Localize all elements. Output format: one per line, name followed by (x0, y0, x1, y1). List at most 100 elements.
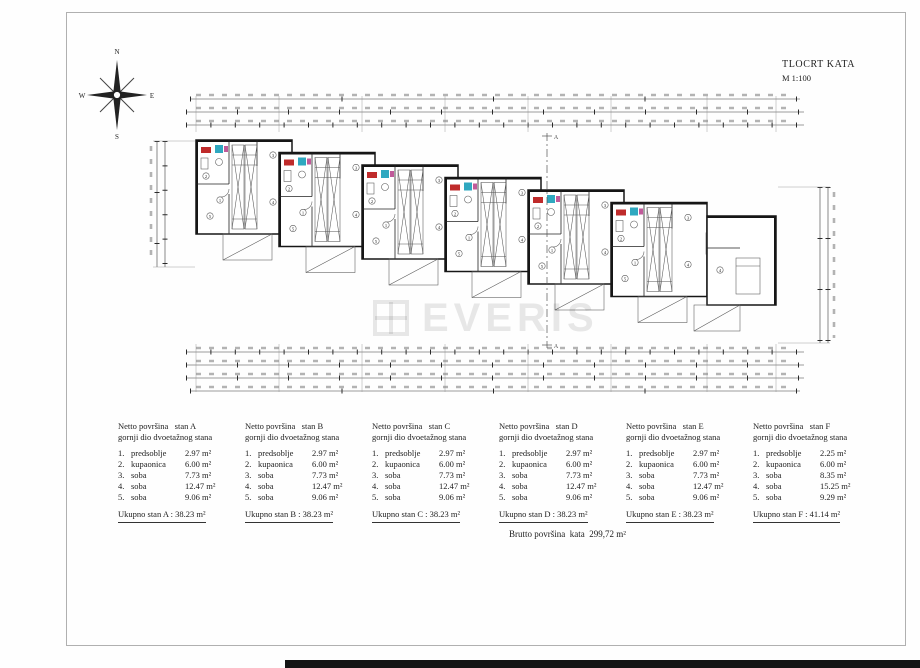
area-row: 1. predsoblje 2.97 m² (626, 448, 737, 459)
area-row-value: 2.97 m² (185, 448, 212, 459)
unit-area-table: Netto površina stan F gornji dio dvoetaž… (753, 421, 864, 524)
area-row-value: 12.47 m² (439, 481, 470, 492)
unit-table-total: Ukupno stan B : 38.23 m² (245, 509, 334, 524)
unit-plan-a (195, 139, 293, 261)
area-row-label: soba (258, 470, 274, 481)
area-row-value: 9.06 m² (439, 492, 466, 503)
area-row-num: 4. (245, 481, 252, 492)
area-row-label: soba (512, 481, 528, 492)
unit-table-title: Netto površina stan E (626, 421, 704, 431)
unit-table-title: Netto površina stan B (245, 421, 324, 431)
area-row-label: soba (766, 481, 782, 492)
drawing-frame-border (66, 12, 906, 646)
room-number: 4 (719, 268, 722, 273)
area-row-label: predsoblje (766, 448, 802, 459)
area-row-num: 4. (499, 481, 506, 492)
area-row-value: 7.73 m² (312, 470, 339, 481)
area-row-value: 6.00 m² (312, 459, 339, 470)
area-row-num: 1. (245, 448, 252, 459)
area-row-label: soba (639, 492, 655, 503)
area-row-value: 9.06 m² (693, 492, 720, 503)
area-row-value: 9.06 m² (566, 492, 593, 503)
area-row-label: kupaonica (512, 459, 547, 470)
area-row-num: 3. (372, 470, 379, 481)
dimension-lines-top (186, 93, 804, 132)
area-row-value: 2.97 m² (693, 448, 720, 459)
watermark-text: EVERIS (422, 296, 599, 340)
area-row-value: 6.00 m² (693, 459, 720, 470)
unit-table-subtitle: gornji dio dvoetažnog stana (118, 432, 213, 443)
area-row-num: 4. (372, 481, 379, 492)
area-row-num: 1. (626, 448, 633, 459)
area-row-value: 7.73 m² (439, 470, 466, 481)
section-label-top: A (554, 135, 559, 141)
area-row-num: 2. (499, 459, 506, 470)
area-row: 2. kupaonica 6.00 m² (626, 459, 737, 470)
area-row-value: 8.35 m² (820, 470, 847, 481)
everis-logo-icon (373, 300, 409, 336)
area-row-label: predsoblje (639, 448, 675, 459)
area-row-value: 2.97 m² (312, 448, 339, 459)
area-row-label: predsoblje (385, 448, 421, 459)
area-row-num: 1. (753, 448, 760, 459)
area-row-value: 6.00 m² (566, 459, 593, 470)
area-row: 4. soba 12.47 m² (499, 481, 610, 492)
area-row-label: kupaonica (766, 459, 801, 470)
area-row-label: soba (258, 481, 274, 492)
unit-plan-e (527, 189, 625, 311)
area-row: 1. predsoblje 2.25 m² (753, 448, 864, 459)
area-row-label: kupaonica (639, 459, 674, 470)
section-line: A A (542, 133, 559, 350)
area-row-num: 2. (118, 459, 125, 470)
area-row-label: predsoblje (512, 448, 548, 459)
unit-plan-c (361, 164, 459, 286)
area-row-num: 4. (118, 481, 125, 492)
brutto-area-label: Brutto površina kata 299,72 m² (509, 529, 626, 539)
drawing-title: TLOCRT KATA (782, 59, 856, 70)
unit-f-annex: 4 (693, 215, 777, 332)
area-row-value: 2.25 m² (820, 448, 847, 459)
watermark: EVERIS (372, 298, 599, 338)
area-row-num: 2. (626, 459, 633, 470)
area-row-num: 5. (118, 492, 125, 503)
area-row-value: 12.47 m² (566, 481, 597, 492)
area-row-label: soba (512, 492, 528, 503)
area-row-value: 2.97 m² (439, 448, 466, 459)
compass-east-label: E (150, 92, 154, 100)
area-row-label: soba (385, 492, 401, 503)
area-row-num: 5. (245, 492, 252, 503)
area-row-num: 3. (626, 470, 633, 481)
area-row-num: 4. (626, 481, 633, 492)
area-row-num: 3. (499, 470, 506, 481)
area-row-value: 9.06 m² (312, 492, 339, 503)
unit-table-subtitle: gornji dio dvoetažnog stana (753, 432, 848, 443)
area-row-value: 9.06 m² (185, 492, 212, 503)
area-row-num: 2. (245, 459, 252, 470)
area-row-num: 2. (753, 459, 760, 470)
area-row-label: soba (639, 470, 655, 481)
unit-plan-d (444, 176, 542, 299)
unit-table-rows: 1. predsoblje 2.97 m² 2. kupaonica 6.00 m² 3. s… (626, 448, 737, 503)
area-row-num: 4. (753, 481, 760, 492)
balcony (693, 304, 741, 332)
